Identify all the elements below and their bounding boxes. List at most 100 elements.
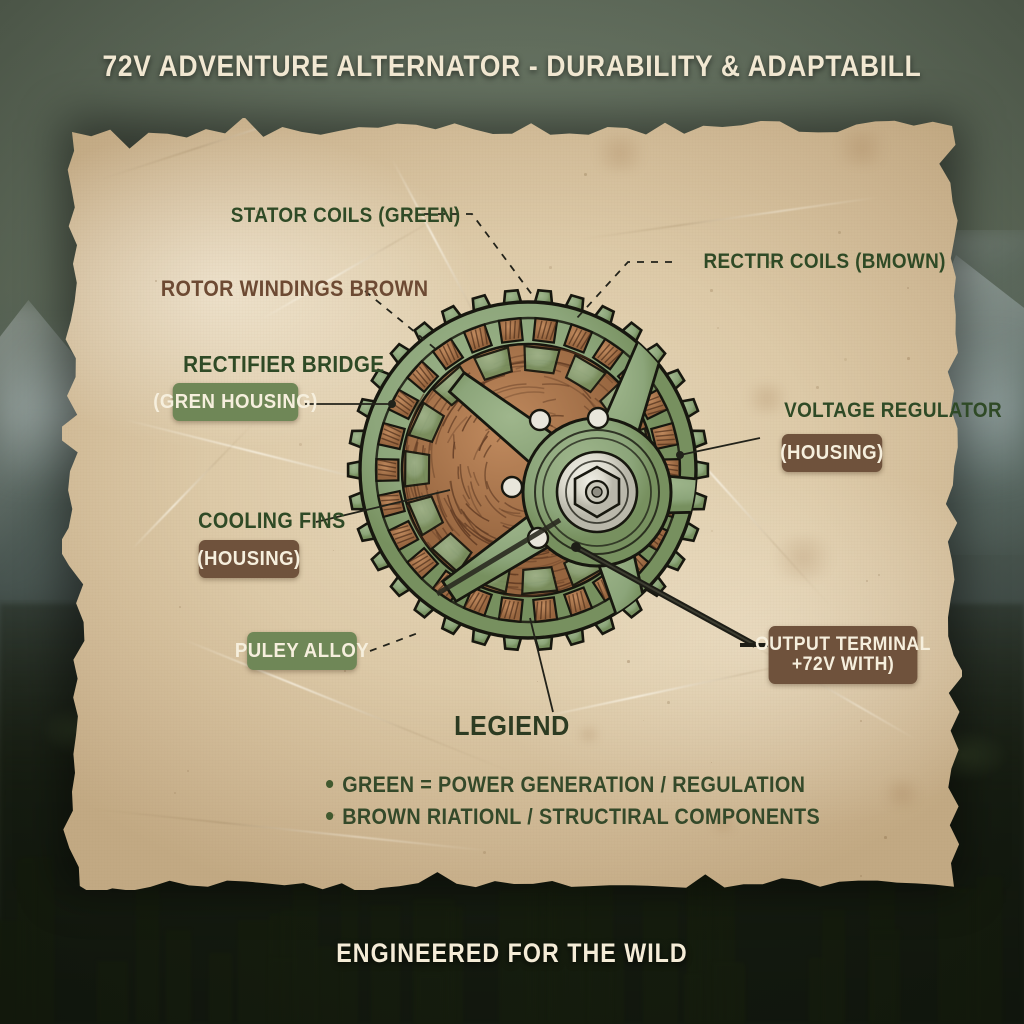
paper-crease <box>121 418 530 522</box>
label-rotor-windings: ROTOR WINDINGS BROWN <box>160 276 429 301</box>
badge-cooling-fins[interactable]: (HOUSING) <box>197 540 301 578</box>
legend-item-green: GREEN = POWER GENERATION / REGULATION <box>326 772 805 798</box>
paper-speck <box>711 119 713 121</box>
paper-speck <box>838 231 842 235</box>
badge-voltage-regulator[interactable]: (HOUSING) <box>780 434 884 472</box>
paper-speck <box>563 422 566 425</box>
badge-rectifier-bridge-line1: (GREN HOUSING) <box>153 390 318 413</box>
tree-silhouette <box>822 910 845 1024</box>
tree-silhouette <box>588 868 613 1024</box>
badge-voltage-regulator-line1: (HOUSING) <box>780 441 884 464</box>
label-rectifier-coils: RECTПR COILS (BМOWN) <box>703 250 946 273</box>
paper-crease <box>581 196 880 240</box>
paper-speck <box>860 875 863 878</box>
label-rectifier-bridge: RECTIFIER BRIDGE <box>183 351 385 377</box>
paper-speck <box>333 814 336 817</box>
legend-item-brown: BROWN RIATIONL / STRUCTIRAL COMPONENTS <box>326 804 820 830</box>
paper-speck <box>174 792 177 795</box>
paper-smudge <box>574 726 603 744</box>
paper-speck <box>559 493 562 496</box>
tree-silhouette <box>643 902 678 1024</box>
badge-pulley-line1: PULEY ALLOY <box>234 639 370 662</box>
badge-rectifier-bridge[interactable]: (GREN HOUSING) <box>153 383 317 421</box>
paper-speck <box>584 173 587 176</box>
paper-speck <box>429 420 432 423</box>
paper-smudge <box>589 135 652 173</box>
paper-speck <box>447 306 449 308</box>
paper-smudge <box>741 383 794 415</box>
tree-silhouette <box>413 899 455 1024</box>
paper-speck <box>179 606 181 608</box>
paper-speck <box>627 660 630 663</box>
tree-silhouette <box>871 956 895 1024</box>
paper-speck <box>866 580 869 583</box>
paper-speck <box>769 261 773 265</box>
tree-silhouette <box>341 886 358 1024</box>
paper-speck <box>483 851 487 855</box>
paper-speck <box>344 670 347 673</box>
paper-speck <box>187 770 190 773</box>
paper-speck <box>737 635 740 638</box>
paper-smudge <box>708 814 740 833</box>
tree-silhouette <box>209 953 232 1024</box>
bullet-icon <box>326 780 334 789</box>
paper-speck <box>710 289 713 292</box>
label-voltage-regulator: VOLTAGE REGULATOR <box>784 399 1002 422</box>
paper-speck <box>599 586 602 589</box>
paper-speck <box>860 720 862 722</box>
paper-crease <box>391 158 515 390</box>
badge-pulley[interactable]: PULEY ALLOY <box>235 632 369 670</box>
tree-silhouette <box>293 871 318 1024</box>
paper-speck <box>878 574 881 577</box>
label-cooling-fins: COOLING FINS <box>198 508 346 533</box>
page-title: 72V ADVENTURE ALTERNATOR - DURABILITY & … <box>102 50 922 83</box>
paper-smudge <box>579 409 654 454</box>
paper-speck <box>333 550 335 552</box>
paper-speck <box>596 544 599 547</box>
paper-speck <box>574 413 576 415</box>
paper-speck <box>884 836 887 839</box>
paper-speck <box>299 443 303 447</box>
paper-speck <box>907 357 910 360</box>
badge-output-terminal-line1: OUTPUT TERMINAL <box>755 634 931 656</box>
paper-speck <box>537 681 539 683</box>
paper-smudge <box>878 779 927 809</box>
badge-output-terminal[interactable]: OUTPUT TERMINAL +72V WITH) <box>755 626 930 684</box>
label-stator-coils: STATOR COILS (GREEN) <box>230 204 461 227</box>
paper-speck <box>256 210 259 213</box>
legend-item-brown-text: BROWN RIATIONL / STRUCTIRAL COMPONENTS <box>342 804 821 829</box>
paper-speck <box>717 327 720 330</box>
tree-silhouette <box>713 962 744 1024</box>
paper-speck <box>907 287 910 290</box>
paper-speck <box>617 383 620 386</box>
tree-silhouette <box>238 920 274 1024</box>
tree-silhouette <box>499 890 537 1024</box>
paper-speck <box>711 762 713 764</box>
paper-speck <box>844 358 848 362</box>
paper-speck <box>711 530 713 532</box>
paper-smudge <box>766 536 840 581</box>
tree-silhouette <box>17 859 36 1024</box>
badge-cooling-fins-line1: (HOUSING) <box>197 547 301 570</box>
badge-output-terminal-line2: +72V WITH) <box>791 654 895 675</box>
legend-title: LEGIEND <box>454 710 570 741</box>
tree-silhouette <box>166 930 191 1024</box>
legend-item-green-text: GREEN = POWER GENERATION / REGULATION <box>342 772 806 797</box>
tree-silhouette <box>371 905 400 1024</box>
tree-silhouette <box>977 877 1002 1024</box>
paper-speck <box>667 701 670 704</box>
tree-silhouette <box>136 867 159 1024</box>
paper-speck <box>806 801 808 803</box>
paper-speck <box>816 386 819 389</box>
paper-speck <box>164 119 167 122</box>
tree-silhouette <box>938 889 970 1024</box>
paper-speck <box>549 266 552 269</box>
paper-crease <box>471 358 576 642</box>
footer-tagline: ENGINEERED FOR THE WILD <box>336 938 688 968</box>
paper-speck <box>408 445 410 447</box>
bullet-icon <box>326 812 334 821</box>
paper-speck <box>155 280 158 283</box>
tree-silhouette <box>97 961 128 1024</box>
paper-speck <box>643 720 645 722</box>
